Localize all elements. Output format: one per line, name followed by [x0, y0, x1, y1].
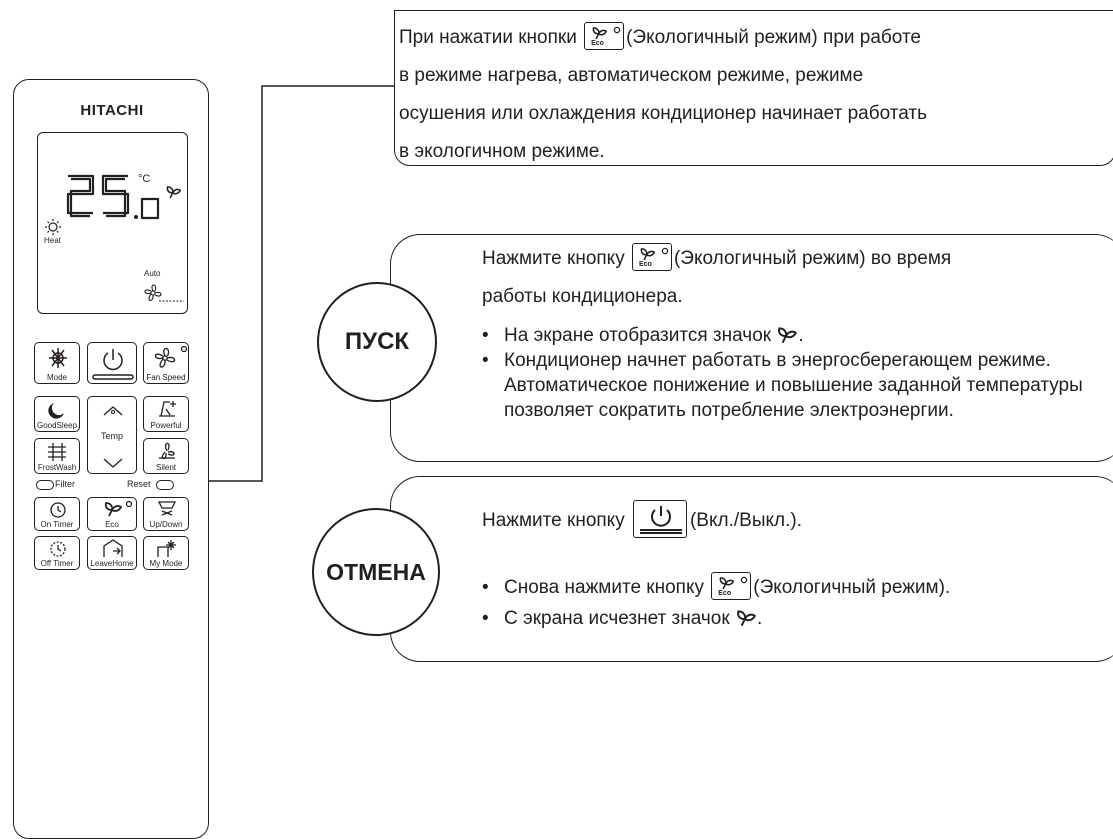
eco-button[interactable]: Eco	[87, 497, 137, 531]
leavehome-label: LeaveHome	[90, 559, 134, 568]
top-line-1: При нажатии кнопки Eco (Экологичный режи…	[399, 19, 1113, 57]
cancel-instruction: Нажмите кнопку (Вкл./Выкл.).	[482, 500, 1112, 540]
updown-label: Up/Down	[149, 520, 183, 529]
on-timer-button[interactable]: On Timer	[34, 497, 80, 531]
leavehome-button[interactable]: LeaveHome	[87, 536, 137, 570]
top-line-3: осушения или охлаждения кондиционер начи…	[399, 103, 927, 124]
top-callout	[394, 10, 1113, 166]
on-timer-label: On Timer	[40, 520, 74, 529]
sun-icon	[45, 219, 61, 235]
fan-speed-label: Fan Speed	[146, 373, 186, 382]
fan-label: Auto	[144, 269, 161, 278]
temp-arrows-icon	[103, 406, 123, 468]
fan-speed-icon	[144, 284, 162, 302]
top-callout-text: При нажатии кнопки Eco (Экологичный режи…	[399, 19, 1113, 171]
cancel-bullets: Снова нажмите кнопку Eco (Экологичный ре…	[482, 570, 1113, 632]
reset-label: Reset	[127, 479, 151, 489]
eco-leaf-icon	[104, 500, 133, 517]
start-badge: ПУСК	[317, 282, 437, 402]
eco-leaf-icon	[778, 327, 798, 344]
mode-label: Heat	[44, 236, 61, 245]
goodsleep-label: GoodSleep	[36, 421, 78, 430]
remote-control: HITACHI	[13, 79, 209, 839]
power-icon	[92, 349, 134, 380]
start-bullets: На экране отобразится значок . Кондицион…	[482, 323, 1112, 423]
eco-button-inline-icon: Eco	[584, 21, 625, 50]
silent-icon	[159, 442, 175, 460]
reset-button[interactable]	[156, 480, 174, 490]
mode-button[interactable]: Mode	[34, 342, 80, 384]
updown-button[interactable]: Up/Down	[143, 497, 189, 531]
powerful-icon	[159, 401, 176, 417]
mymode-icon	[157, 540, 176, 557]
fan-speed-button[interactable]: Fan Speed	[143, 342, 189, 384]
timer-icon	[50, 502, 66, 518]
off-timer-label: Off Timer	[40, 559, 74, 568]
fan-icon	[154, 345, 188, 368]
start-line-2: работы кондиционера.	[482, 286, 683, 307]
off-timer-icon	[50, 541, 66, 557]
leavehome-icon	[103, 539, 123, 557]
frostwash-label: FrostWash	[37, 463, 77, 472]
eco-label: Eco	[105, 520, 119, 529]
eco-button-inline-icon: Eco	[711, 571, 752, 600]
filter-button[interactable]	[36, 480, 54, 490]
unit-label: °C	[138, 173, 151, 185]
eco-button-inline-icon: Eco	[631, 242, 672, 271]
temp-label: Temp	[100, 431, 123, 441]
silent-label: Silent	[155, 463, 176, 472]
temperature-digits	[45, 174, 184, 302]
mode-label: Mode	[46, 373, 67, 382]
lcd-display: °C Heat Auto	[37, 132, 188, 314]
mymode-button[interactable]: My Mode	[143, 536, 189, 570]
start-bullet-1: На экране отобразится значок .	[482, 323, 1112, 348]
cancel-badge: ОТМЕНА	[312, 508, 440, 636]
start-bullet-2: Кондиционер начнет работать в энергосбер…	[482, 348, 1112, 423]
powerful-button[interactable]: Powerful	[143, 396, 189, 432]
powerful-label: Powerful	[150, 421, 182, 430]
start-line-1: Нажмите кнопку Eco (Экологичный режим) в…	[482, 240, 1112, 278]
top-line-4: в экологичном режиме.	[399, 141, 605, 162]
brand-logo: HITACHI	[80, 102, 144, 119]
temp-button[interactable]: Temp	[87, 396, 137, 474]
filter-label: Filter	[55, 479, 75, 489]
frostwash-button[interactable]: FrostWash	[34, 438, 80, 474]
cancel-line-1: Нажмите кнопку (Вкл./Выкл.).	[482, 500, 1112, 540]
cancel-bullet-2: С экрана исчезнет значок .	[482, 606, 1113, 632]
silent-button[interactable]: Silent	[143, 438, 189, 474]
swing-icon	[157, 501, 177, 516]
eco-leaf-icon	[737, 610, 756, 627]
moon-icon	[48, 403, 64, 419]
frostwash-icon	[48, 443, 66, 461]
top-line-2: в режиме нагрева, автоматическом режиме,…	[399, 65, 864, 86]
mode-icon	[49, 348, 67, 368]
start-instruction: Нажмите кнопку Eco (Экологичный режим) в…	[482, 240, 1112, 316]
off-timer-button[interactable]: Off Timer	[34, 536, 80, 570]
mymode-label: My Mode	[149, 559, 183, 568]
power-button[interactable]	[87, 342, 137, 384]
cancel-bullet-1: Снова нажмите кнопку Eco (Экологичный ре…	[482, 570, 1113, 606]
power-button-inline-icon	[632, 500, 687, 538]
goodsleep-button[interactable]: GoodSleep	[34, 396, 80, 432]
